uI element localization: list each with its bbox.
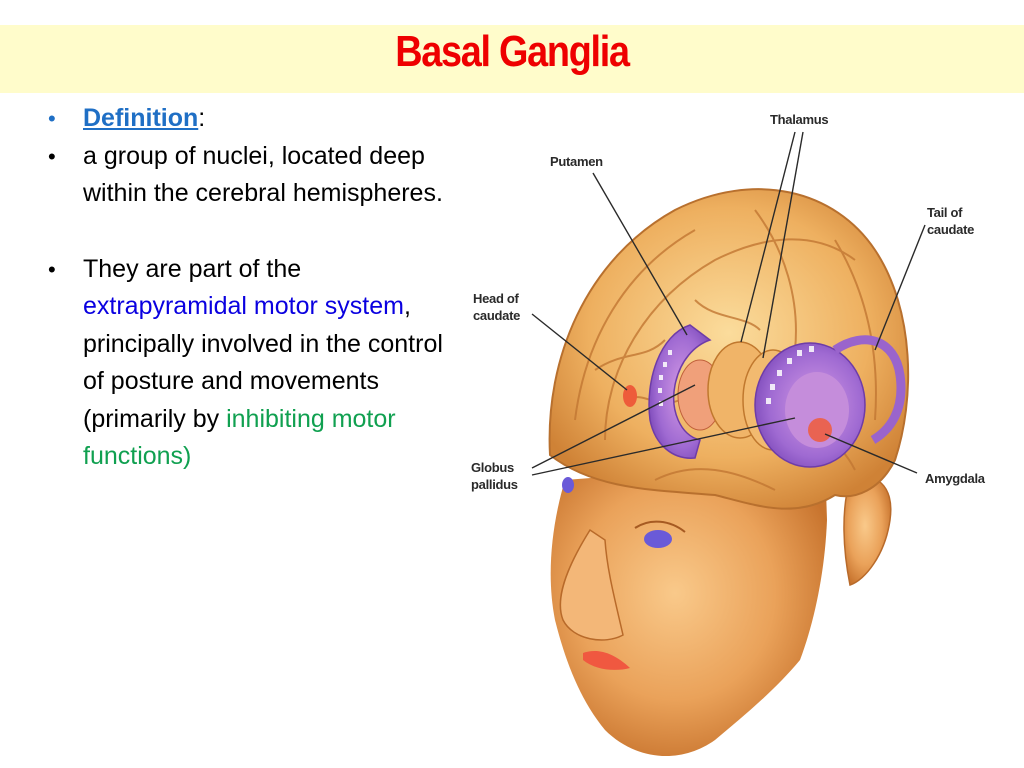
label-amygdala: Amygdala xyxy=(925,471,985,486)
tail-of-caudate-structure xyxy=(832,335,906,444)
bullet-dot: • xyxy=(48,256,56,282)
extrapyramidal-highlight: extrapyramidal motor system xyxy=(83,292,404,320)
head-brain-drawing xyxy=(531,131,926,757)
bullet-function: • They are part of the extrapyramidal mo… xyxy=(44,251,444,476)
description-text: a group of nuclei, located deep within t… xyxy=(83,141,443,208)
face-shape xyxy=(550,460,827,757)
eye-left xyxy=(562,477,574,493)
bullet-description: • a group of nuclei, located deep within… xyxy=(44,138,444,213)
bullet-list: • Definition: • a group of nuclei, locat… xyxy=(44,100,444,476)
label-globus-pallidus-line1: Globus xyxy=(471,460,514,475)
definition-colon: : xyxy=(198,104,206,132)
ear xyxy=(843,476,892,586)
bullet-dot: • xyxy=(48,106,56,131)
inhibiting-highlight: inhibiting motor functions) xyxy=(83,404,396,471)
eye-right xyxy=(644,530,672,548)
title-band xyxy=(0,25,1024,93)
label-head-of-caudate-line2: caudate xyxy=(473,308,521,323)
lips xyxy=(583,650,630,670)
label-head-of-caudate-line1: Head of xyxy=(473,291,519,306)
label-globus-pallidus-line2: pallidus xyxy=(471,477,518,492)
head-of-caudate-structure xyxy=(648,324,712,459)
amygdala-structure xyxy=(808,418,832,442)
globus-pallidus-structure xyxy=(785,372,849,448)
label-tail-of-caudate-line1: Tail of xyxy=(927,205,963,220)
slide-title: Basal Ganglia xyxy=(395,27,630,76)
bullet-definition: • Definition: xyxy=(44,100,444,138)
label-thalamus: Thalamus xyxy=(770,112,829,127)
label-tail-of-caudate-line2: caudate xyxy=(927,222,975,237)
leader-lines xyxy=(531,131,926,476)
function-text-middle: , principally involved in the control of… xyxy=(83,292,443,433)
bullet-dot: • xyxy=(48,143,56,169)
label-putamen: Putamen xyxy=(550,154,603,169)
brain-illustration: Thalamus Putamen Tail of caudate Head of… xyxy=(455,100,1024,768)
head-of-caudate-marker xyxy=(623,385,637,407)
nose xyxy=(559,528,624,641)
definition-link[interactable]: Definition xyxy=(83,104,199,132)
function-text-before: They are part of the xyxy=(83,254,302,283)
